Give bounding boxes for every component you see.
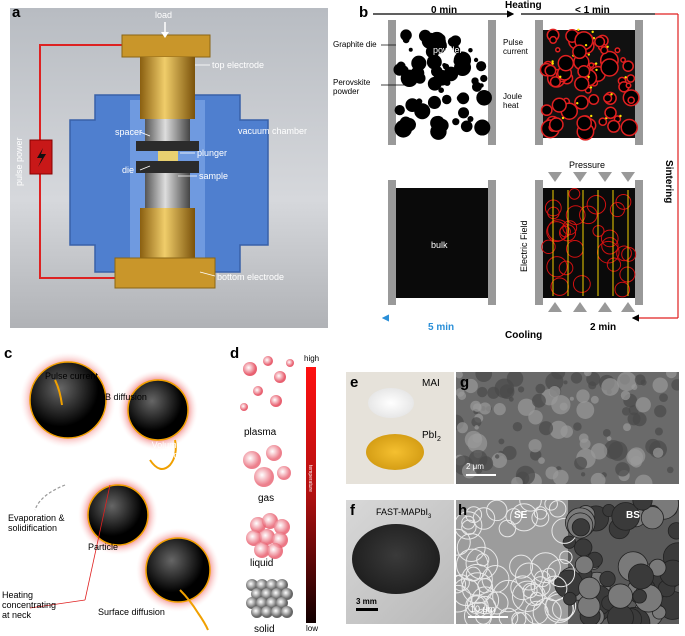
label-powder: powder (433, 45, 463, 55)
label-bs: BS (626, 510, 640, 521)
label-plasma: plasma (244, 427, 277, 438)
label-temperature: temperature (307, 465, 313, 492)
panel-h: h SE BS 10 μm (456, 500, 679, 624)
scale-bar-h (468, 616, 508, 618)
sintering-mechanism-diagram (20, 352, 220, 631)
label-particle: Particle (88, 542, 119, 552)
label-pressure: Pressure (569, 160, 606, 170)
label-high: high (304, 354, 320, 363)
label-scale-h: 10 μm (470, 604, 496, 614)
label-pbi2: PbI2 (422, 430, 441, 443)
sem-image-h (456, 500, 679, 624)
label-heating-neck: Heating concentrating at neck (2, 590, 57, 620)
pbi2-powder (366, 434, 424, 470)
label-liquid: liquid (250, 558, 274, 569)
label-fast-mapbi3: FAST-MAPbI3 (376, 507, 432, 520)
panel-letter-g: g (460, 374, 470, 391)
panel-letter-b: b (359, 4, 369, 21)
label-evaporation: Evaporation & solidification (8, 513, 65, 533)
label-surface-diffusion: Surface diffusion (98, 607, 165, 617)
states-of-matter-diagram (240, 356, 316, 623)
panel-b: b 0 min Heating < 1 min Graphite die Per… (333, 0, 685, 345)
heated-particles (539, 28, 640, 141)
panel-d: d plasma gas liquid solid high low tempe… (230, 345, 330, 636)
label-bulk: bulk (431, 240, 448, 250)
panel-letter-c: c (4, 345, 13, 362)
label-spacer: spacer (115, 127, 143, 137)
label-time-1: < 1 min (575, 5, 610, 16)
scale-bar-f (356, 608, 378, 611)
label-electric-field: Electric Field (519, 220, 529, 272)
panel-a: a load top electrode vacuum chamber spac… (0, 0, 333, 330)
label-bottom-electrode: bottom electrode (217, 272, 285, 282)
panel-letter-e: e (350, 374, 359, 391)
panel-g: g 2 μm (456, 372, 679, 484)
label-mai: MAI (422, 378, 440, 389)
label-gas: gas (258, 493, 275, 504)
panel-c: c Pulse current GB diffusion Volume diff… (0, 345, 230, 636)
label-vacuum-chamber: vacuum chamber (238, 126, 308, 136)
sintering-stages-diagram (373, 10, 679, 322)
powder-particles (393, 29, 492, 140)
label-gb-diffusion: GB diffusion (98, 392, 147, 402)
panel-f: f FAST-MAPbI3 3 mm (346, 500, 454, 624)
sps-apparatus-illustration (29, 22, 269, 289)
panel-letter-h: h (458, 502, 468, 519)
label-sintering: Sintering (663, 160, 674, 204)
label-c-pulse-current: Pulse current (45, 371, 99, 381)
mai-powder (368, 388, 414, 418)
sem-image-g (456, 372, 679, 484)
panel-e: e MAI PbI2 (346, 372, 454, 484)
panel-letter-a: a (12, 4, 21, 21)
label-pulse-current: Pulse current (503, 38, 528, 56)
label-scale-g: 2 μm (466, 462, 484, 471)
label-sample: sample (199, 171, 229, 181)
label-low: low (306, 624, 319, 633)
label-cooling: Cooling (505, 330, 543, 341)
label-top-electrode: top electrode (212, 60, 265, 70)
label-volume-diffusion: Volume diffusion (150, 440, 184, 460)
label-perovskite-powder: Perovskite powder (333, 78, 371, 96)
label-time-2: 2 min (590, 322, 617, 333)
scale-bar-g (466, 474, 496, 476)
label-pulse-power: pulse power (14, 137, 24, 186)
label-time-5: 5 min (428, 322, 455, 333)
panel-letter-f: f (350, 502, 355, 519)
label-graphite-die: Graphite die (333, 40, 377, 49)
mapbi3-pellet (352, 524, 440, 594)
label-die: die (122, 165, 135, 175)
panel-letter-d: d (230, 345, 240, 362)
label-solid: solid (254, 624, 275, 635)
label-plunger: plunger (197, 148, 228, 158)
label-scale-f: 3 mm (356, 597, 377, 606)
label-se: SE (514, 510, 528, 521)
sintered-grains (541, 187, 637, 298)
label-load: load (155, 10, 173, 20)
label-joule-heat: Joule heat (503, 92, 523, 110)
label-heating: Heating (505, 0, 542, 11)
label-time-0: 0 min (431, 5, 458, 16)
